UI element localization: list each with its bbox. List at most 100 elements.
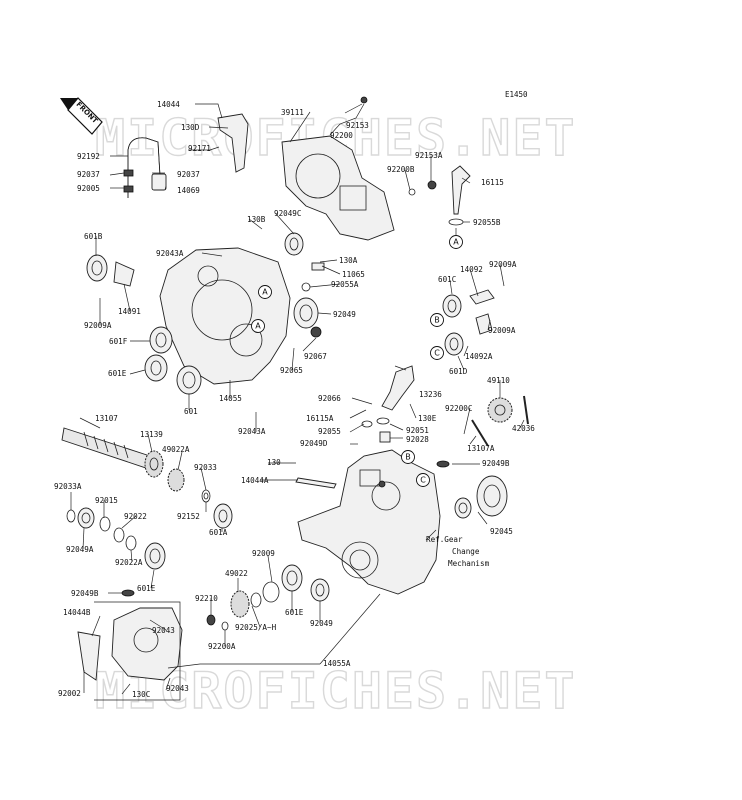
cover-gasket-39111-shape (281, 135, 395, 241)
label-49022a: 49022A (162, 445, 190, 454)
label-130c: 130C (132, 690, 150, 699)
leader-lines (70, 103, 525, 695)
label-92200: 92200 (330, 131, 353, 140)
label-601e-b: 601E (137, 584, 156, 593)
label-601c: 601C (438, 275, 456, 284)
label-130b: 130B (247, 215, 266, 224)
label-92009: 92009 (252, 549, 275, 558)
part-labels: 14044 39111 130D 92153 92200 92171 92192… (54, 100, 535, 699)
washer-92022a (125, 535, 137, 551)
ref-circle-c-center: C (416, 473, 430, 487)
case-bore-upper (371, 481, 401, 511)
bearing-601b (86, 254, 108, 282)
label-16115a: 16115A (306, 414, 334, 423)
bearing-601e-lower (144, 542, 166, 570)
shaft-13107a (471, 419, 489, 447)
seal-92049b-right (454, 497, 472, 519)
label-14044b: 14044B (63, 608, 91, 617)
washer-92033 (201, 489, 211, 503)
label-92055: 92055 (318, 427, 341, 436)
bearing-601f (149, 326, 173, 354)
label-92043a-b: 92043A (238, 427, 266, 436)
label-42036: 42036 (512, 424, 535, 433)
cover-small-ring (197, 265, 219, 287)
washer-92009 (262, 581, 280, 603)
label-601e-c: 601E (285, 608, 304, 617)
shim-92025 (250, 592, 262, 608)
label-92055a: 92055A (331, 280, 359, 289)
bearing-601d (444, 332, 464, 356)
label-601f: 601F (109, 337, 128, 346)
bolt-92153a (427, 180, 437, 190)
plug-92210 (206, 614, 216, 626)
ref-circle-b-center: B (401, 450, 415, 464)
label-13139: 13139 (140, 430, 163, 439)
label-13236: 13236 (419, 390, 442, 399)
label-92045: 92045 (490, 527, 513, 536)
label-92049-b: 92049 (310, 619, 333, 628)
oring-92055b (448, 218, 464, 226)
washer-92015 (99, 516, 111, 532)
housing-lower-ring (133, 627, 159, 653)
bearing-92045 (476, 475, 508, 517)
label-92009a-l: 92009A (84, 321, 112, 330)
case-bore-lower-inner (349, 549, 371, 571)
label-92051: 92051 (406, 426, 429, 435)
bracket-14092-shape (469, 289, 495, 305)
label-13107a: 13107A (467, 444, 495, 453)
label-130: 130 (267, 458, 281, 467)
dipstick-16115-shape (451, 165, 471, 215)
label-601: 601 (184, 407, 198, 416)
label-92065: 92065 (280, 366, 303, 375)
oring-92055 (361, 420, 373, 428)
label-92049b-r: 92049B (482, 459, 510, 468)
label-16115: 16115 (481, 178, 504, 187)
label-14091: 14091 (118, 307, 141, 316)
bracket-14091-shape (113, 261, 135, 287)
label-49110: 49110 (487, 376, 510, 385)
label-92171: 92171 (188, 144, 211, 153)
label-601d: 601D (449, 367, 468, 376)
label-92192: 92192 (77, 152, 100, 161)
hose-clamp-upper (123, 169, 134, 177)
label-92043a: 92043A (156, 249, 184, 258)
label-601e: 601E (108, 369, 127, 378)
bearing-601a (213, 503, 233, 529)
gear-49022a (167, 468, 185, 492)
label-92022a: 92022A (115, 558, 143, 567)
label-92028: 92028 (406, 435, 429, 444)
seal-92049c (284, 232, 304, 256)
label-14092a: 14092A (465, 352, 493, 361)
label-92055b: 92055B (473, 218, 501, 227)
label-92009a-r: 92009A (489, 260, 517, 269)
label-92002: 92002 (58, 689, 81, 698)
ref-circle-a-top: A (449, 235, 463, 249)
label-601a: 601A (209, 528, 228, 537)
reference-note: Ref.Gear Change Mechanism (426, 535, 490, 568)
label-130a: 130A (339, 256, 358, 265)
label-92049d: 92049D (300, 439, 328, 448)
hose-clamp-lower (123, 185, 134, 193)
shaft-13107 (61, 427, 151, 469)
ref-circle-a-case: A (251, 319, 265, 333)
gear-49022 (230, 590, 250, 618)
watermark-bottom: MICROFICHES.NET (95, 662, 577, 720)
label-92049b: 92049B (71, 589, 99, 598)
bracket-14044a-shape (295, 477, 337, 489)
label-92153: 92153 (346, 121, 369, 130)
oring-92049b-left (121, 589, 135, 597)
oring-92051 (376, 417, 390, 425)
sensor-11065 (311, 262, 325, 271)
label-14092: 14092 (460, 265, 483, 274)
transmission-case-14055a-shape (297, 449, 441, 595)
pin-42036 (523, 395, 529, 425)
label-14069: 14069 (177, 186, 200, 195)
label-92153a: 92153A (415, 151, 443, 160)
bushing-92028 (379, 431, 391, 443)
label-49022: 49022 (225, 569, 248, 578)
seal-92049 (293, 297, 319, 329)
label-92067: 92067 (304, 352, 327, 361)
label-92033a: 92033A (54, 482, 82, 491)
label-92049c: 92049C (274, 209, 301, 218)
